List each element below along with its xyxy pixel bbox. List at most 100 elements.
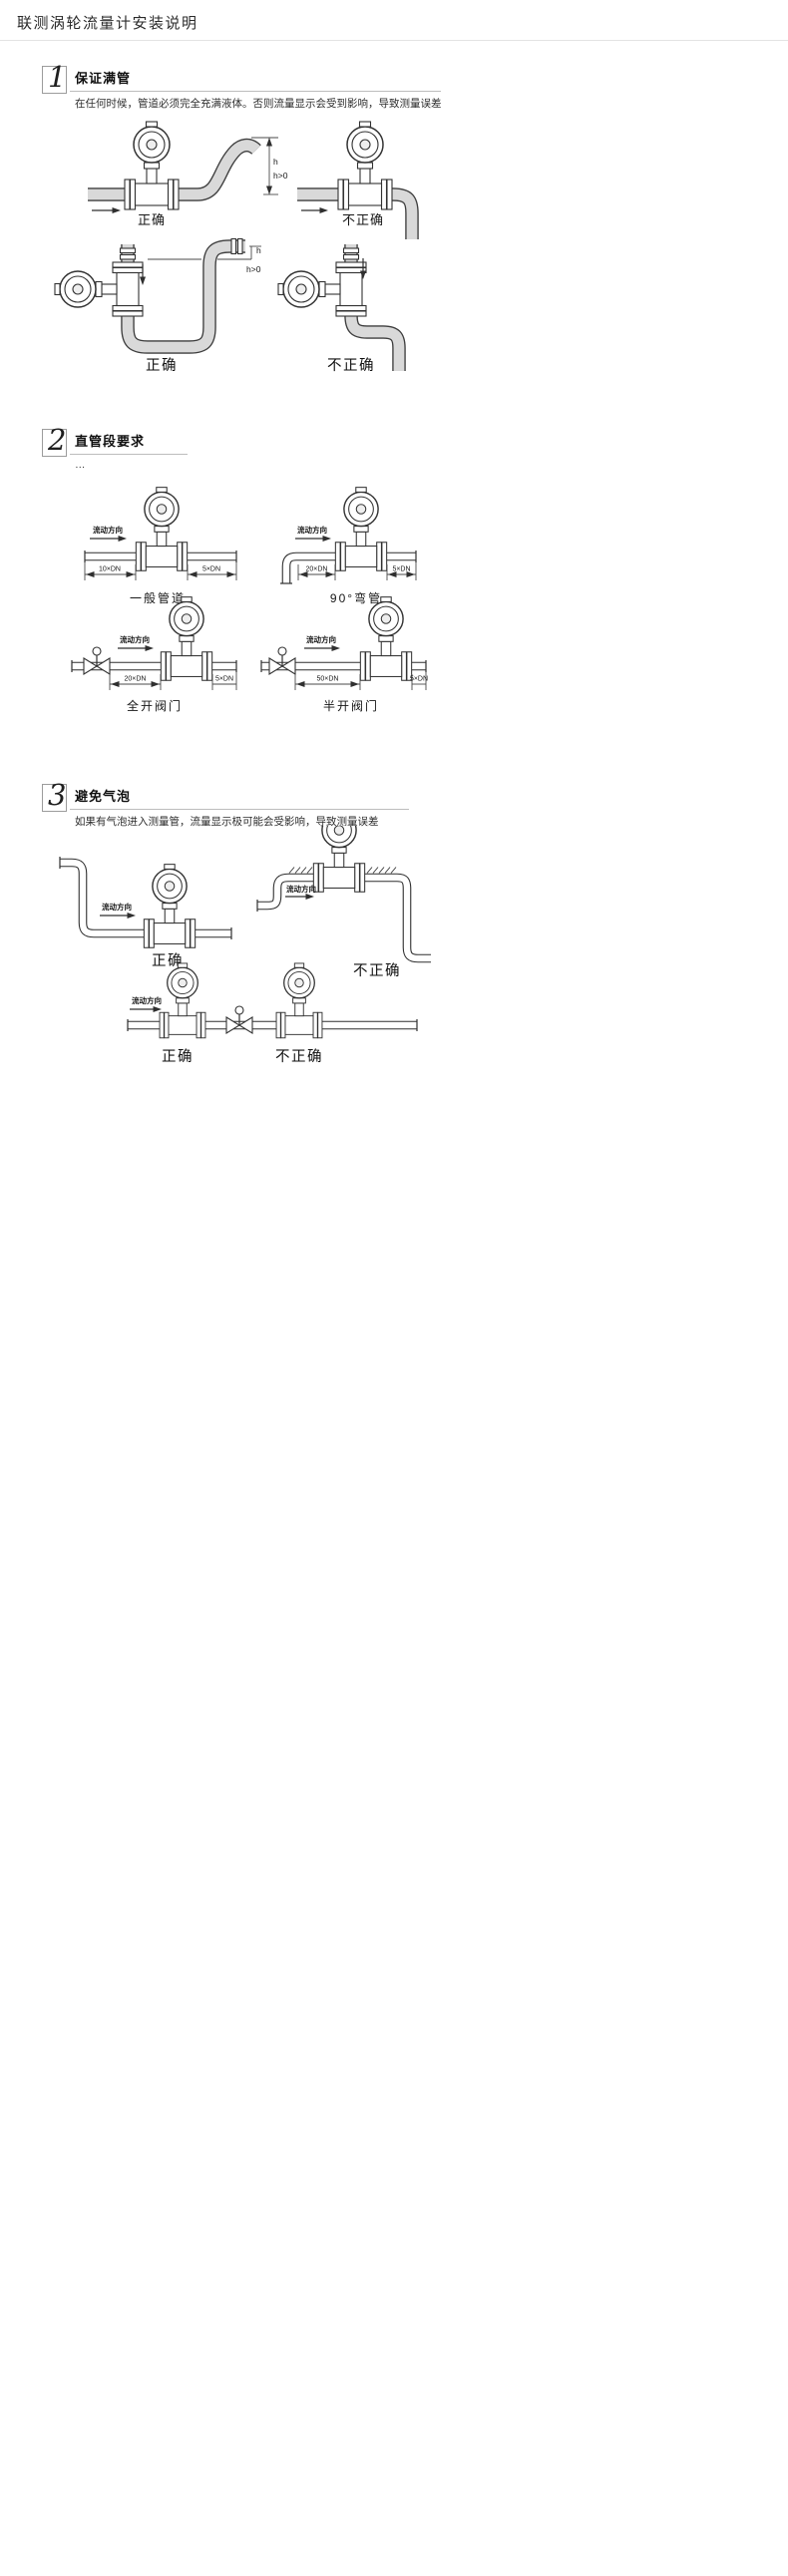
upstream-length-label: 20×DN xyxy=(125,676,147,683)
downstream-length-label: 5×DN xyxy=(392,566,410,573)
s2-open-valve-diagram: 流动方向 20×DN 5×DN 全开阀门 xyxy=(71,595,237,713)
flow-arrow xyxy=(92,207,121,213)
s1-correct-vertical-diagram: h h>0 正确 xyxy=(54,237,261,374)
diagram-caption: 一般管道 xyxy=(130,590,186,605)
section-1-diagrams: h h>0 正确 不正确 xyxy=(54,121,419,374)
arrowhead-icon xyxy=(322,536,331,542)
arrowhead-icon xyxy=(350,681,359,687)
section-3-number-box: 3 xyxy=(42,778,67,812)
correct-label: 正确 xyxy=(138,212,166,227)
h-label: h xyxy=(256,245,261,255)
downstream-dimension: 5×DN xyxy=(410,672,428,690)
flow-direction: 流动方向 xyxy=(295,525,331,542)
height-dimension: h h>0 xyxy=(251,137,288,195)
flow-direction: 流动方向 xyxy=(304,634,340,651)
flow-arrow xyxy=(140,264,146,285)
section-2-title: 直管段要求 xyxy=(75,434,146,449)
height-dimension: h h>0 xyxy=(246,245,261,274)
arrowhead-icon xyxy=(86,571,95,577)
flowmeter-icon xyxy=(337,121,393,210)
s2-general-pipe-diagram: 流动方向 10×DN 5×DN 一般管道 xyxy=(84,486,237,605)
section-2-header: 2 直管段要求 … xyxy=(42,423,188,471)
h-label: h xyxy=(273,157,278,167)
flow-direction-label: 流动方向 xyxy=(306,634,336,644)
flow-direction-label: 流动方向 xyxy=(102,902,132,912)
section-2-rule xyxy=(70,454,188,455)
flow-direction-label: 流动方向 xyxy=(132,995,162,1005)
section-1-subtitle: 在任何时候，管道必须完全充满液体。否则流量显示会受到影响，导致测量误差 xyxy=(75,98,442,110)
arrowhead-icon xyxy=(112,207,121,213)
arrowhead-icon xyxy=(226,571,235,577)
arrowhead-icon xyxy=(305,894,314,900)
arrowhead-icon xyxy=(319,207,328,213)
correct-label: 正确 xyxy=(162,1048,194,1065)
flowmeter-icon xyxy=(159,962,206,1039)
flange-pair xyxy=(119,247,137,260)
s1-incorrect-vertical-diagram: 不正确 xyxy=(277,244,406,374)
downstream-dimension: 5×DN xyxy=(386,562,417,580)
incorrect-label: 不正确 xyxy=(327,357,375,374)
pipe xyxy=(280,551,417,584)
arrowhead-icon xyxy=(145,645,154,651)
arrowhead-icon xyxy=(111,681,120,687)
flow-direction-label: 流动方向 xyxy=(297,525,327,535)
arrowhead-icon xyxy=(127,913,136,919)
downstream-length-label: 5×DN xyxy=(202,566,220,573)
flowmeter-icon xyxy=(277,261,367,317)
arrowhead-icon xyxy=(331,645,340,651)
section-2-number-box: 2 xyxy=(42,423,67,457)
title-divider xyxy=(0,40,788,41)
section-2-subtitle: … xyxy=(75,459,86,471)
flow-direction: 流动方向 xyxy=(285,884,316,900)
section-2-number: 2 xyxy=(48,423,67,457)
correct-label: 正确 xyxy=(152,952,184,969)
pipe xyxy=(297,187,419,239)
flowmeter-icon xyxy=(359,595,413,681)
flowmeter-icon xyxy=(275,962,323,1039)
section-3-subtitle: 如果有气泡进入测量管，流量显示极可能会受影响，导致测量误差 xyxy=(75,816,379,828)
section-1-number: 1 xyxy=(48,60,67,94)
flowmeter-icon xyxy=(54,261,144,317)
incorrect-label: 不正确 xyxy=(342,212,384,227)
section-2-diagrams: 流动方向 10×DN 5×DN 一般管道 xyxy=(71,486,428,713)
arrowhead-icon xyxy=(189,571,197,577)
flowmeter-icon xyxy=(334,486,388,571)
s2-elbow-diagram: 流动方向 20×DN 5×DN 90°弯管 xyxy=(280,486,417,605)
arrowhead-icon xyxy=(296,681,305,687)
flow-direction: 流动方向 xyxy=(90,525,127,542)
upstream-length-label: 20×DN xyxy=(306,566,328,573)
section-1-number-box: 1 xyxy=(42,60,67,94)
upstream-length-label: 50×DN xyxy=(317,676,339,683)
arrowhead-icon xyxy=(266,185,272,194)
downstream-dimension: 5×DN xyxy=(187,562,237,580)
diagram-caption: 半开阀门 xyxy=(323,698,379,713)
flow-direction-label: 流动方向 xyxy=(120,634,150,644)
arrowhead-icon xyxy=(118,536,127,542)
pipe xyxy=(121,239,245,354)
h-condition-label: h>0 xyxy=(273,171,288,181)
arrowhead-icon xyxy=(153,1006,162,1012)
correct-label: 正确 xyxy=(146,357,178,374)
flow-direction-label: 流动方向 xyxy=(286,884,316,894)
section-3-number: 3 xyxy=(48,778,67,812)
s1-incorrect-downturn-diagram: 不正确 xyxy=(297,121,419,239)
upstream-dimension: 20×DN xyxy=(109,674,162,690)
flowmeter-icon xyxy=(312,826,366,893)
upstream-dimension: 50×DN xyxy=(294,674,361,690)
section-1-title: 保证满管 xyxy=(75,71,132,86)
section-1-header: 1 保证满管 在任何时候，管道必须完全充满液体。否则流量显示会受到影响，导致测量… xyxy=(42,60,442,111)
flange-pair xyxy=(342,247,360,260)
flow-direction-label: 流动方向 xyxy=(93,525,123,535)
pipe xyxy=(88,138,261,201)
s3-valve-position-diagram: 流动方向 正确 不正确 xyxy=(127,962,418,1065)
section-3-title: 避免气泡 xyxy=(75,789,132,804)
flow-direction: 流动方向 xyxy=(100,902,136,919)
flow-arrow xyxy=(301,207,328,213)
s1-correct-uphill-diagram: h h>0 正确 xyxy=(88,121,288,227)
flowmeter-icon xyxy=(143,863,197,948)
pipe xyxy=(256,873,431,963)
downstream-length-label: 5×DN xyxy=(410,676,428,683)
s3-correct-low-run-diagram: 流动方向 正确 xyxy=(59,857,232,969)
page-title: 联测涡轮流量计安装说明 xyxy=(17,15,198,32)
